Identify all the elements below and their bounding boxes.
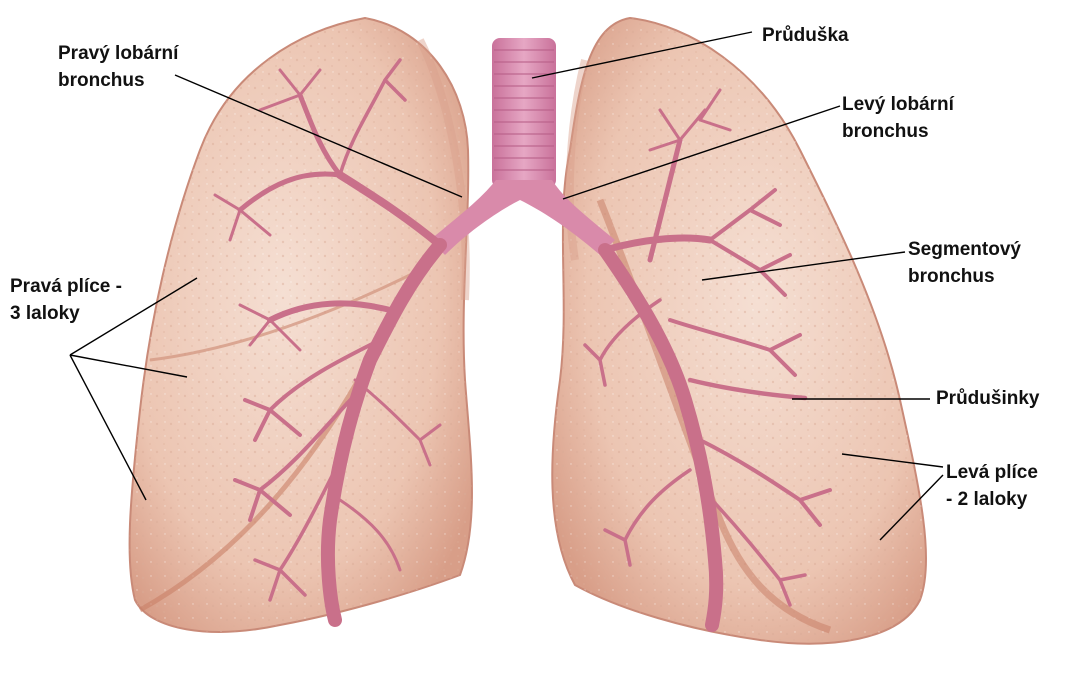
label-bronchioles: Průdušinky [936,385,1039,412]
leader-line-right-lung-3 [70,355,146,500]
label-trachea-line1: Průduška [762,22,849,49]
label-trachea: Průduška [762,22,849,49]
right-lung [130,18,472,632]
label-left-lobar-bronchus: Levý lobární bronchus [842,91,954,145]
label-right-lung-line1: Pravá plíce - [10,273,122,300]
label-right-lung: Pravá plíce - 3 laloky [10,273,122,327]
label-segmental-bronchus-line1: Segmentový [908,236,1021,263]
label-segmental-bronchus: Segmentový bronchus [908,236,1021,290]
label-segmental-bronchus-line2: bronchus [908,263,1021,290]
label-left-lobar-bronchus-line2: bronchus [842,118,954,145]
label-left-lung-line2: - 2 laloky [946,486,1038,513]
label-left-lung-line1: Levá plíce [946,459,1038,486]
label-right-lung-line2: 3 laloky [10,300,122,327]
label-left-lobar-bronchus-line1: Levý lobární [842,91,954,118]
label-left-lung: Levá plíce - 2 laloky [946,459,1038,513]
label-right-lobar-bronchus: Pravý lobární bronchus [58,40,178,94]
label-right-lobar-bronchus-line2: bronchus [58,67,178,94]
label-right-lobar-bronchus-line1: Pravý lobární [58,40,178,67]
label-bronchioles-line1: Průdušinky [936,385,1039,412]
